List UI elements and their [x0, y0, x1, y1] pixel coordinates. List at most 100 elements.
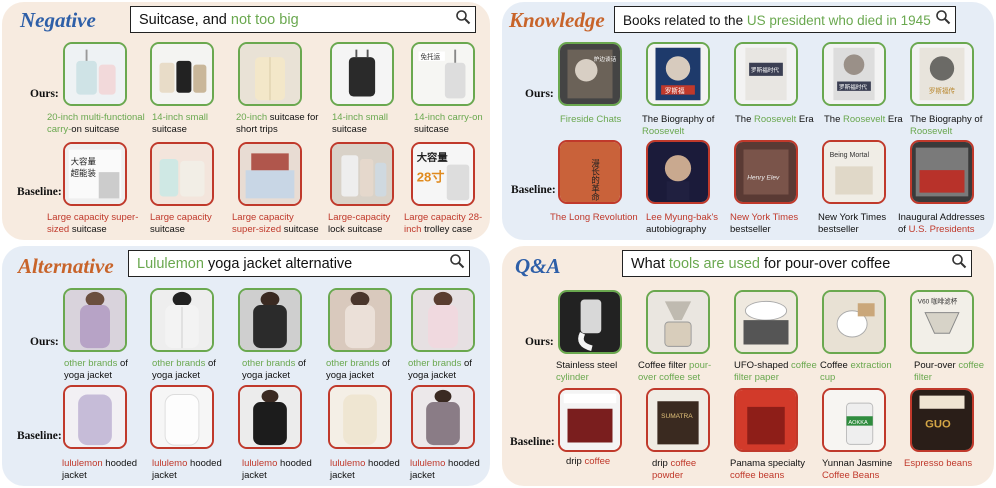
result-caption: New York Times bestseller [818, 212, 887, 235]
result-image-jacket[interactable] [150, 288, 214, 352]
result-image-coffee-product[interactable]: GUO [910, 388, 974, 452]
result-image-book[interactable]: Henry Elev [734, 140, 798, 204]
alternative-query-box: Lululemon yoga jacket alternative [128, 250, 470, 277]
result-image-suitcase[interactable] [330, 142, 394, 206]
result-caption: The Long Revolution [550, 212, 638, 223]
result-image-jacket[interactable] [328, 288, 392, 352]
result-image-suitcase[interactable]: 大容量超能装 [63, 142, 127, 206]
svg-text:Henry Elev: Henry Elev [747, 175, 780, 182]
result-image-book[interactable]: 漫长的革命 [558, 140, 622, 204]
svg-text:GUO: GUO [925, 419, 951, 431]
result-caption: lululemo hooded jacket [330, 458, 400, 481]
qa-title: Q&A [515, 254, 561, 278]
svg-text:AOKKA: AOKKA [848, 420, 868, 426]
query-highlight: US president who died in 1945 [746, 13, 931, 28]
alternative-title: Alternative [18, 254, 114, 278]
result-image-book[interactable]: Being Mortal [822, 140, 886, 204]
result-caption: 20-inch suitcase for short trips [236, 112, 319, 135]
result-image-jacket[interactable] [411, 288, 475, 352]
search-icon [952, 254, 967, 269]
query-text: for pour-over coffee [759, 256, 891, 272]
result-image-coffee-tool[interactable] [646, 290, 710, 354]
result-image-coffee-tool[interactable] [734, 290, 798, 354]
svg-text:罗斯福: 罗斯福 [665, 86, 685, 95]
result-image-jacket[interactable] [238, 385, 302, 449]
result-caption: Fireside Chats [560, 114, 622, 125]
result-image-book[interactable]: 罗斯福时代 [822, 42, 886, 106]
result-caption: Large capacity super-sized suitcase [47, 212, 139, 235]
result-image-suitcase[interactable] [238, 142, 302, 206]
result-image-jacket[interactable] [63, 288, 127, 352]
svg-text:罗斯福时代: 罗斯福时代 [751, 66, 779, 74]
result-image-book[interactable] [646, 140, 710, 204]
result-caption: Large capacity suitcase [150, 212, 212, 235]
result-caption: lululemo hooded jacket [410, 458, 480, 481]
result-image-suitcase[interactable] [63, 42, 127, 106]
query-text: yoga jacket alternative [203, 256, 353, 272]
result-image-book[interactable] [910, 140, 974, 204]
svg-text:28寸: 28寸 [417, 169, 445, 185]
svg-text:Being Mortal: Being Mortal [830, 152, 870, 159]
query-highlight: tools are used [668, 256, 760, 272]
result-caption: other brands of yoga jacket [242, 358, 306, 381]
result-caption: Inaugural Addresses of U.S. Presidents [898, 212, 985, 235]
result-caption: Yunnan Jasmine Coffee Beans [822, 458, 893, 481]
result-image-jacket[interactable] [150, 385, 214, 449]
knowledge-query-box: Books related to the US president who di… [614, 6, 956, 33]
search-icon [936, 10, 951, 25]
result-image-coffee-product[interactable]: AOKKA [822, 388, 886, 452]
result-caption: 14-inch small suitcase [152, 112, 208, 135]
result-image-suitcase[interactable]: 大容量 28寸 [411, 142, 475, 206]
svg-text:罗斯福时代: 罗斯福时代 [839, 83, 867, 91]
result-image-book[interactable]: 炉边谈话 [558, 42, 622, 106]
negative-query-box: Suitcase, and not too big [130, 6, 476, 33]
result-caption: Coffee extraction cup [820, 360, 892, 383]
result-image-coffee-product[interactable]: SUMATRA [646, 388, 710, 452]
result-caption: The Roosevelt Era [824, 114, 903, 125]
query-text: What [631, 256, 669, 272]
search-icon [450, 254, 465, 269]
result-caption: The Roosevelt Era [735, 114, 814, 125]
result-caption: Panama specialty coffee beans [730, 458, 805, 481]
result-caption: The Biography of Roosevelt [910, 114, 983, 137]
result-caption: Large-capacity lock suitcase [328, 212, 391, 235]
result-image-coffee-tool[interactable]: V60 咖啡滤杯 [910, 290, 974, 354]
result-image-jacket[interactable] [63, 385, 127, 449]
result-caption: Large capacity 28-inch trolley case [404, 212, 483, 235]
result-image-suitcase[interactable] [150, 42, 214, 106]
result-caption: Coffee filter pour-over coffee set [638, 360, 712, 383]
result-caption: lululemo hooded jacket [152, 458, 222, 481]
result-image-book[interactable]: 罗斯福传 [910, 42, 974, 106]
result-caption: lululemon hooded jacket [62, 458, 138, 481]
result-caption: Stainless steel cylinder [556, 360, 618, 383]
result-image-coffee-tool[interactable] [558, 290, 622, 354]
result-caption: 14-inch carry-on suitcase [414, 112, 483, 135]
result-image-coffee-product[interactable] [558, 388, 622, 452]
query-highlight: Lululemon [137, 256, 204, 272]
baseline-label: Baseline: [510, 436, 555, 448]
result-image-jacket[interactable] [411, 385, 475, 449]
svg-text:超能装: 超能装 [71, 168, 97, 178]
result-image-book[interactable]: 罗斯福 [646, 42, 710, 106]
result-image-coffee-tool[interactable] [822, 290, 886, 354]
result-caption: 20-inch multi-functional carry-on suitca… [47, 112, 145, 135]
svg-text:大容量: 大容量 [71, 157, 97, 167]
result-image-suitcase[interactable] [330, 42, 394, 106]
result-image-suitcase[interactable] [238, 42, 302, 106]
result-image-book[interactable]: 罗斯福时代 [734, 42, 798, 106]
result-image-suitcase[interactable] [150, 142, 214, 206]
ours-label: Ours: [525, 336, 554, 348]
result-image-suitcase[interactable]: 免托运 [411, 42, 475, 106]
ours-label: Ours: [525, 88, 554, 100]
result-image-jacket[interactable] [328, 385, 392, 449]
negative-title: Negative [20, 8, 96, 32]
result-image-coffee-product[interactable] [734, 388, 798, 452]
result-image-jacket[interactable] [238, 288, 302, 352]
svg-text:炉边谈话: 炉边谈话 [594, 55, 617, 63]
result-caption: Espresso beans [904, 458, 973, 469]
svg-text:大容量: 大容量 [417, 151, 449, 164]
svg-text:SUMATRA: SUMATRA [661, 413, 693, 420]
result-caption: other brands of yoga jacket [326, 358, 390, 381]
search-icon [456, 10, 471, 25]
result-caption: 14-inch small suitcase [332, 112, 388, 135]
